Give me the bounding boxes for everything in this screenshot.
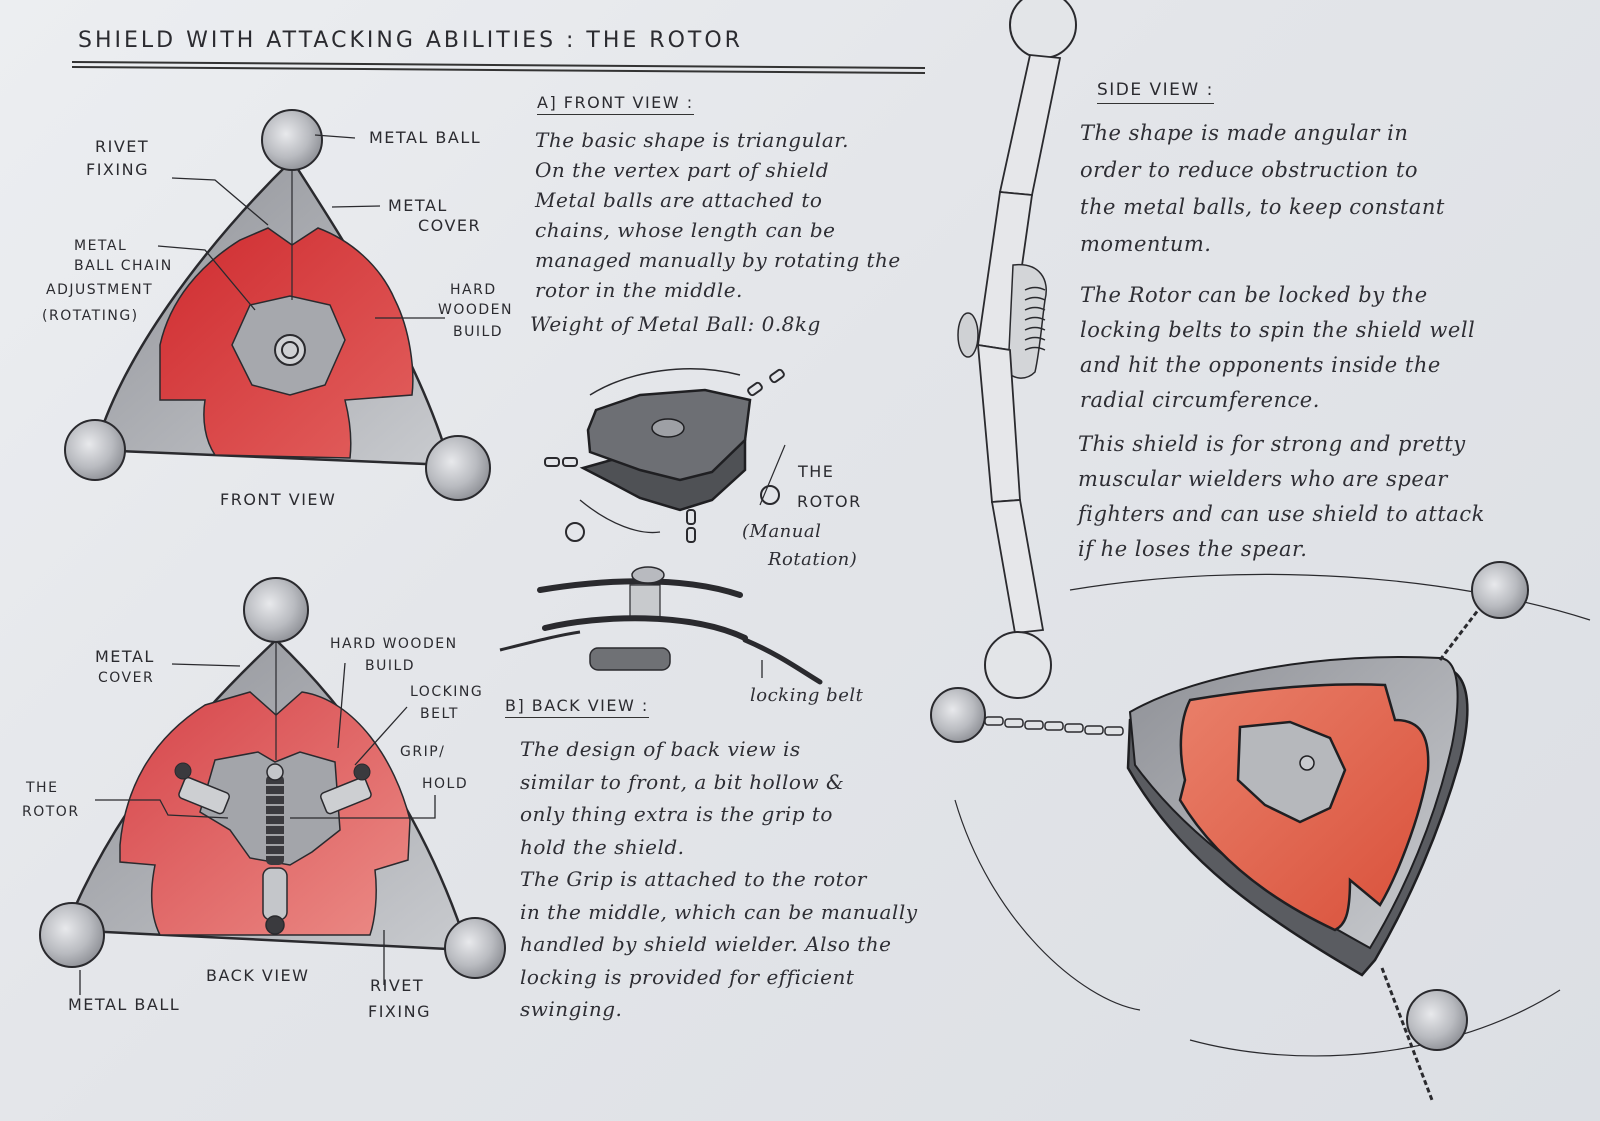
front-label-metal-cover-2: COVER <box>418 216 482 235</box>
back-desc-line: The Grip is attached to the rotor <box>520 867 867 891</box>
back-label-rivet-2: FIXING <box>368 1002 431 1021</box>
back-label-metal-ball: METAL BALL <box>68 995 181 1014</box>
side-view-heading: SIDE VIEW : <box>1097 80 1214 104</box>
side-view-paragraph-3: This shield is for strong and pretty mus… <box>1078 427 1485 567</box>
side-p1-line: order to reduce obstruction to <box>1080 158 1419 182</box>
front-label-chain-adj-3: ADJUSTMENT <box>46 282 154 298</box>
front-label-chain-adj-1: METAL <box>74 238 128 254</box>
rotor-note-2: Rotation) <box>768 549 858 570</box>
rotor-note-1: (Manual <box>742 521 822 542</box>
back-desc-line: handled by shield wielder. Also the <box>520 932 892 956</box>
back-label-grip-1: GRIP/ <box>400 744 446 760</box>
front-label-metal-ball: METAL BALL <box>369 128 482 147</box>
back-label-rotor-2: ROTOR <box>22 804 80 820</box>
front-desc-line: rotor in the middle. <box>535 278 743 302</box>
back-label-hard-wooden-2: BUILD <box>365 658 416 674</box>
front-label-hard-wooden-2: WOODEN <box>438 302 513 318</box>
front-view-description: The basic shape is triangular. On the ve… <box>530 125 901 339</box>
front-label-chain-adj-4: (ROTATING) <box>42 308 139 324</box>
front-view-heading: A] FRONT VIEW : <box>537 93 694 115</box>
spinning-shield-perspective <box>930 561 1591 1101</box>
side-p3-line: This shield is for strong and pretty <box>1078 432 1466 456</box>
title-underline <box>71 61 926 74</box>
back-view-description: The design of back view is similar to fr… <box>520 733 918 1026</box>
side-view-profile <box>957 0 1077 699</box>
back-label-rivet-1: RIVET <box>370 976 425 995</box>
front-label-hard-wooden-1: HARD <box>450 282 497 298</box>
front-label-hard-wooden-3: BUILD <box>453 324 504 340</box>
back-label-locking-belt-1: LOCKING <box>410 684 484 700</box>
rotor-label-2: ROTOR <box>797 492 862 511</box>
back-label-rotor-1: THE <box>26 780 59 796</box>
back-desc-line: locking is provided for efficient <box>520 964 855 989</box>
front-label-chain-adj-2: BALL CHAIN <box>74 258 173 274</box>
side-p3-line: if he loses the spear. <box>1078 537 1308 561</box>
back-view-shield <box>39 577 506 995</box>
front-label-rivet-1: RIVET <box>95 137 150 156</box>
back-desc-line: swinging. <box>520 997 623 1021</box>
back-label-hard-wooden-1: HARD WOODEN <box>330 636 458 652</box>
front-desc-line: chains, whose length can be <box>535 218 836 242</box>
back-label-locking-belt-2: BELT <box>420 706 459 722</box>
front-desc-line: The basic shape is triangular. <box>535 128 849 152</box>
front-desc-line: Metal balls are attached to <box>535 188 823 212</box>
side-p2-line: locking belts to spin the shield well <box>1080 318 1476 342</box>
rotor-label-1: THE <box>798 462 835 481</box>
back-label-metal-cover-1: METAL <box>95 647 155 666</box>
back-desc-line: only thing extra is the grip to <box>520 802 833 826</box>
metal-ball-weight: Weight of Metal Ball: 0.8kg <box>530 312 821 336</box>
front-label-metal-cover-1: METAL <box>388 196 448 215</box>
side-p1-line: momentum. <box>1080 232 1212 256</box>
back-desc-line: hold the shield. <box>520 834 685 859</box>
back-view-caption: BACK VIEW <box>206 966 310 985</box>
side-p2-line: The Rotor can be locked by the <box>1080 283 1428 307</box>
front-view-shield <box>64 109 491 501</box>
front-view-caption: FRONT VIEW <box>220 490 337 509</box>
front-desc-line: On the vertex part of shield <box>535 158 830 182</box>
rotor-exploded-sketch <box>499 368 823 685</box>
side-view-paragraph-1: The shape is made angular in order to re… <box>1080 115 1445 263</box>
front-label-rivet-2: FIXING <box>86 160 149 179</box>
side-p1-line: The shape is made angular in <box>1080 121 1409 145</box>
back-desc-line: The design of back view is <box>520 737 801 761</box>
side-p2-line: radial circumference. <box>1080 388 1320 412</box>
side-p2-line: and hit the opponents inside the <box>1080 353 1441 377</box>
side-view-paragraph-2: The Rotor can be locked by the locking b… <box>1080 278 1475 418</box>
side-p1-line: the metal balls, to keep constant <box>1080 195 1445 219</box>
back-label-grip-2: HOLD <box>422 776 469 792</box>
page-title: SHIELD WITH ATTACKING ABILITIES : THE RO… <box>78 28 743 53</box>
back-label-metal-cover-2: COVER <box>98 670 155 686</box>
side-p3-line: muscular wielders who are spear <box>1078 467 1448 491</box>
back-desc-line: similar to front, a bit hollow & <box>520 769 845 794</box>
locking-belt-note: locking belt <box>750 685 864 706</box>
front-desc-line: managed manually by rotating the <box>535 248 901 272</box>
side-p3-line: fighters and can use shield to attack <box>1078 502 1485 526</box>
back-desc-line: in the middle, which can be manually <box>520 899 918 924</box>
back-view-heading: B] BACK VIEW : <box>505 696 649 718</box>
